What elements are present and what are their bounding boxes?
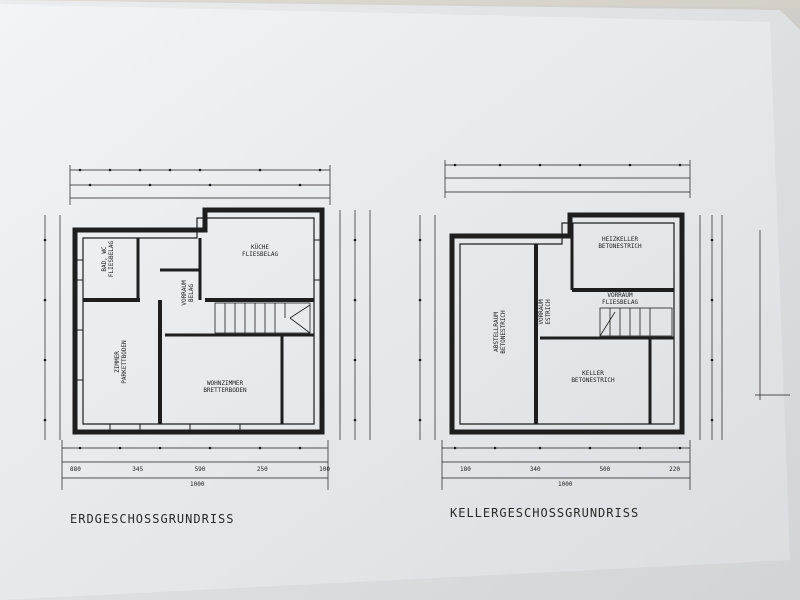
bs-dims: 180 340 500 220 xyxy=(460,466,680,473)
bs-total-dim: 1000 xyxy=(558,481,573,488)
dimension-tick xyxy=(138,168,142,172)
dimension-tick xyxy=(710,418,714,422)
dimension-tick xyxy=(118,446,122,450)
dimension-tick xyxy=(258,446,262,450)
dimension-tick xyxy=(208,183,212,187)
bs-hall-label: VORRAUM ESTRICH xyxy=(538,299,552,325)
dimension-tick xyxy=(578,163,582,167)
dimension-tick xyxy=(43,418,47,422)
dimension-tick xyxy=(678,163,682,167)
ground-floor-plan xyxy=(44,165,371,490)
bs-dim: 180 xyxy=(460,466,471,473)
gf-kitchen-label: KÜCHE FLIESBELAG xyxy=(241,244,279,258)
dimension-tick xyxy=(353,238,357,242)
basement-title: KELLERGESCHOSSGRUNDRISS xyxy=(450,506,640,520)
ground-floor-stairs xyxy=(214,302,311,334)
dimension-tick xyxy=(710,358,714,362)
dimension-tick xyxy=(678,446,682,450)
gf-room-label: ZIMMER PARKETTBODEN xyxy=(114,340,128,384)
dimension-tick xyxy=(538,446,542,450)
dimension-tick xyxy=(208,446,212,450)
dimension-tick xyxy=(353,298,357,302)
dimension-tick xyxy=(298,446,302,450)
dimension-tick xyxy=(418,358,422,362)
bs-dim: 500 xyxy=(599,466,611,473)
bs-storage-label: ABSTELLRAUM BETONESTRICH xyxy=(493,310,507,354)
bs-dim: 340 xyxy=(529,466,541,473)
dimension-tick xyxy=(453,446,457,450)
bs-dim: 220 xyxy=(669,466,680,473)
gf-dim: 250 xyxy=(256,466,268,473)
gf-dim: 880 xyxy=(70,466,81,473)
dimension-tick xyxy=(78,446,82,450)
dimension-tick xyxy=(78,168,82,172)
bs-stair-hall-label: VORRAUM FLIESBELAG xyxy=(601,292,639,306)
dimension-tick xyxy=(353,358,357,362)
dimension-tick xyxy=(318,168,322,172)
bs-cellar-label: KELLER BETONESTRICH xyxy=(571,370,615,384)
gf-dim: 345 xyxy=(132,466,144,473)
dimension-tick xyxy=(88,183,92,187)
dimension-tick xyxy=(198,168,202,172)
dimension-tick xyxy=(43,238,47,242)
dimension-tick xyxy=(158,446,162,450)
dimension-tick xyxy=(258,168,262,172)
basement-plan xyxy=(419,160,790,490)
gf-dim: 100 xyxy=(319,466,330,473)
dimension-tick xyxy=(628,163,632,167)
dimension-tick xyxy=(418,418,422,422)
basement-stairs xyxy=(599,307,673,337)
dimension-tick xyxy=(588,446,592,450)
dimension-tick xyxy=(710,238,714,242)
dimension-tick xyxy=(710,298,714,302)
dimension-tick xyxy=(168,168,172,172)
dimension-tick xyxy=(498,163,502,167)
dimension-tick xyxy=(148,183,152,187)
dimension-tick xyxy=(453,163,457,167)
gf-living-label: WOHNZIMMER BRETTERBODEN xyxy=(203,380,247,394)
gf-dims: 880 345 590 250 100 xyxy=(70,466,330,473)
dimension-tick xyxy=(353,418,357,422)
dimension-tick xyxy=(493,446,497,450)
dimension-tick xyxy=(43,298,47,302)
dimension-tick xyxy=(108,168,112,172)
dimension-tick xyxy=(638,446,642,450)
ground-floor-title: ERDGESCHOSSGRUNDRISS xyxy=(70,512,235,526)
dimension-tick xyxy=(538,163,542,167)
gf-total-dim: 1000 xyxy=(190,481,205,488)
dimension-tick xyxy=(418,238,422,242)
dimension-tick xyxy=(43,358,47,362)
dimension-tick xyxy=(418,298,422,302)
gf-bath-label: BAD, WC FLIESBELAG xyxy=(101,240,115,278)
dimension-tick xyxy=(298,183,302,187)
bs-boiler-label: HEIZKELLER BETONESTRICH xyxy=(598,236,642,250)
gf-hall-label: VORRAUM BELAG xyxy=(181,280,195,306)
gf-dim: 590 xyxy=(194,466,206,473)
